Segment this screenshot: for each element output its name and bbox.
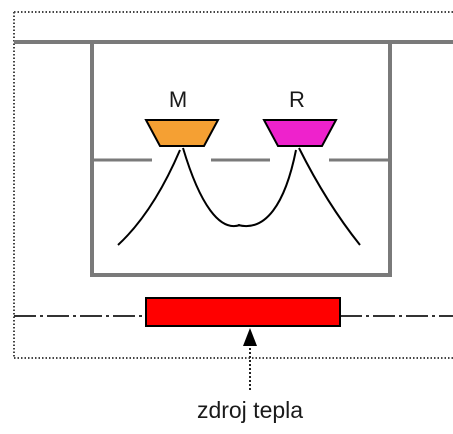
left-curve-outer: [117, 149, 181, 246]
heater-bar: [145, 297, 341, 327]
outer-dotted-frame: [13, 11, 453, 359]
left-curve-inner: [182, 147, 241, 228]
right-curve-inner: [237, 149, 297, 228]
left-device-label: M: [169, 87, 187, 112]
heat-source-label: zdroj tepla: [197, 397, 303, 423]
right-curve-outer: [298, 147, 361, 246]
left-device-trapezoid: [144, 119, 220, 147]
heat-source-arrow: [243, 328, 257, 392]
right-device-trapezoid: [262, 119, 338, 147]
radiation-curves: [117, 147, 361, 246]
right-device-label: R: [289, 87, 305, 112]
